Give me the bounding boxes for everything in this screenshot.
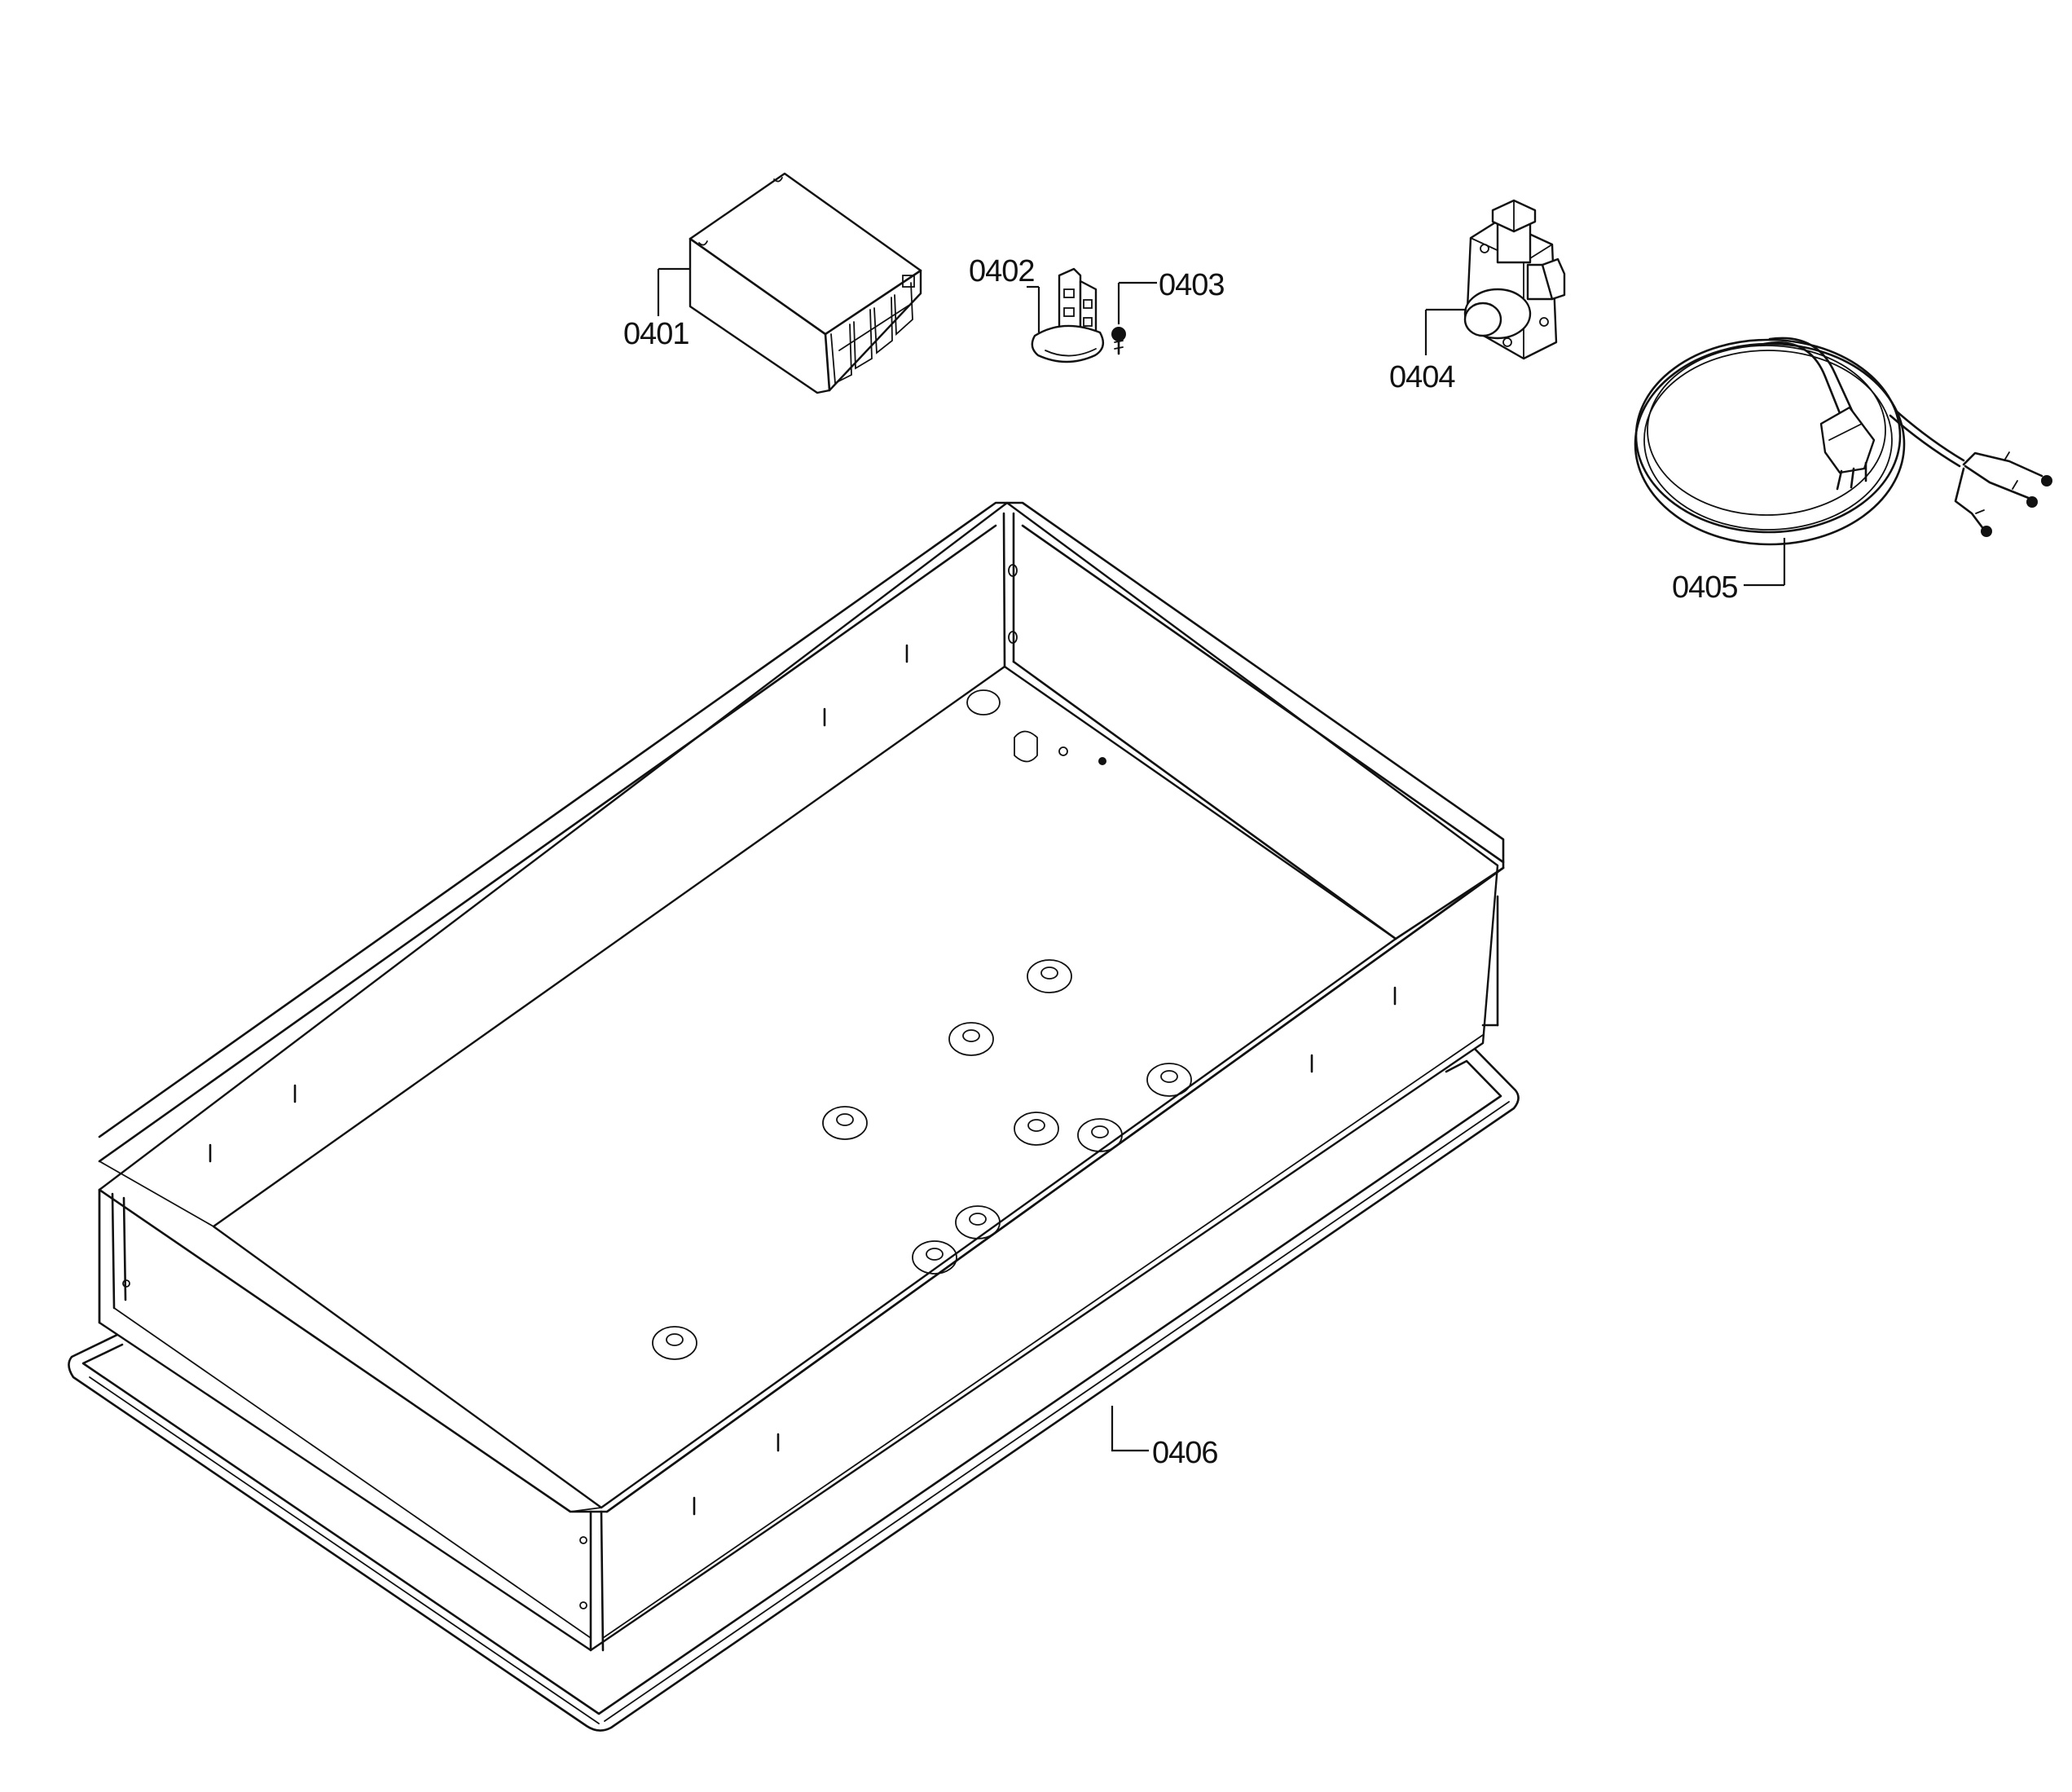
callout-0403: 0403 <box>1159 268 1225 302</box>
callout-0402: 0402 <box>969 254 1035 288</box>
grommet-9 <box>652 1326 697 1360</box>
callout-0401: 0401 <box>623 317 689 351</box>
part-0405-power-cord[interactable] <box>1634 337 2052 546</box>
grommet-6 <box>1077 1118 1123 1152</box>
callout-0404: 0404 <box>1389 360 1455 394</box>
grommet-8 <box>912 1240 957 1275</box>
grommet-7 <box>955 1205 1001 1239</box>
callout-0406: 0406 <box>1152 1436 1218 1470</box>
grommet-3 <box>1146 1063 1192 1097</box>
leader-0406 <box>1111 1406 1149 1452</box>
grommet-1 <box>1027 959 1072 993</box>
grommet-5 <box>1014 1112 1059 1146</box>
part-0401-module-box[interactable] <box>688 172 922 394</box>
grommet-4 <box>822 1106 868 1140</box>
part-0402-terminal-block[interactable] <box>1031 267 1105 363</box>
callout-0405: 0405 <box>1672 570 1738 605</box>
part-0404-gas-regulator[interactable] <box>1463 199 1566 360</box>
grommet-2 <box>948 1022 994 1056</box>
part-0403-screw[interactable] <box>1111 327 1126 355</box>
part-0406-base-pan[interactable] <box>68 501 1520 1732</box>
